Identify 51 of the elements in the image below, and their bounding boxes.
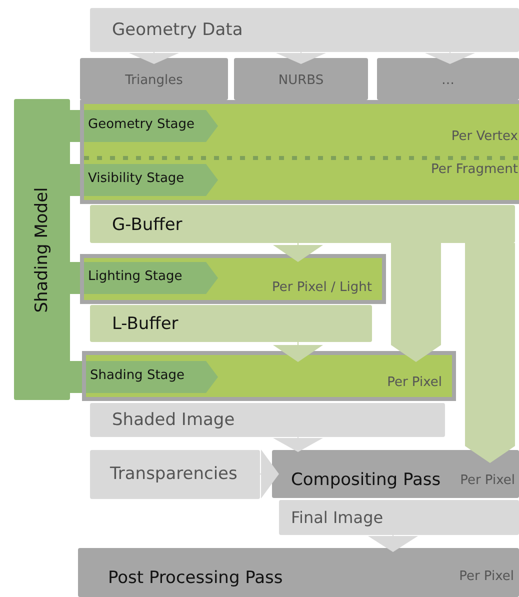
vertical-label: Shading Model: [32, 186, 52, 312]
block-label: Transparencies: [110, 464, 238, 484]
flow-column-arrow: [391, 243, 441, 362]
block-label: Shaded Image: [112, 410, 235, 430]
stage-label: Lighting Stage: [88, 269, 182, 284]
stage-panel: [80, 100, 519, 204]
pass-box: [78, 548, 519, 597]
stage-panel: [82, 351, 456, 401]
rate-label: Per Pixel / Light: [272, 280, 372, 295]
flow-arrow: [425, 52, 475, 64]
rate-label: Per Vertex: [451, 129, 518, 144]
block-label: Geometry Data: [112, 20, 243, 40]
stage-panel: [80, 254, 386, 304]
buffer-box: [90, 305, 372, 342]
pass-box: [272, 450, 519, 498]
data-box: [90, 8, 519, 52]
block-label: Triangles: [125, 73, 183, 88]
stage-tag: [84, 262, 218, 294]
stage-tag: [84, 164, 218, 196]
data-box: [279, 500, 519, 535]
stage-label: Geometry Stage: [88, 117, 195, 132]
flow-arrow: [129, 52, 179, 64]
pass-box: [80, 58, 228, 100]
block-label: Post Processing Pass: [108, 568, 283, 588]
rate-label: Per Pixel: [460, 473, 515, 488]
stage-label: Shading Stage: [90, 368, 185, 383]
stage-tag: [84, 110, 218, 142]
pass-box: [377, 58, 519, 100]
block-label: G-Buffer: [112, 215, 182, 235]
rate-label: Per Fragment: [431, 162, 518, 177]
stage-label: Visibility Stage: [88, 171, 184, 186]
flow-arrow: [260, 450, 279, 498]
block-label: Final Image: [291, 508, 384, 527]
data-box: [90, 450, 260, 499]
flow-arrow: [368, 534, 418, 552]
flow-arrow: [276, 52, 326, 64]
pass-box: [234, 58, 368, 100]
block-label: L-Buffer: [112, 314, 178, 334]
block-label: Compositing Pass: [291, 470, 441, 490]
rate-label: Per Pixel: [459, 569, 514, 584]
stage-tag: [86, 361, 218, 393]
flow-arrow: [273, 436, 323, 452]
shading-model-bar: [14, 99, 70, 400]
flow-arrow: [273, 242, 323, 262]
block-label: NURBS: [278, 73, 324, 88]
data-box: [90, 403, 445, 437]
flow-arrow: [273, 342, 323, 362]
rate-label: Per Pixel: [387, 375, 442, 390]
flow-column-arrow: [465, 243, 515, 463]
block-label: …: [442, 73, 454, 88]
buffer-box: [90, 205, 515, 243]
